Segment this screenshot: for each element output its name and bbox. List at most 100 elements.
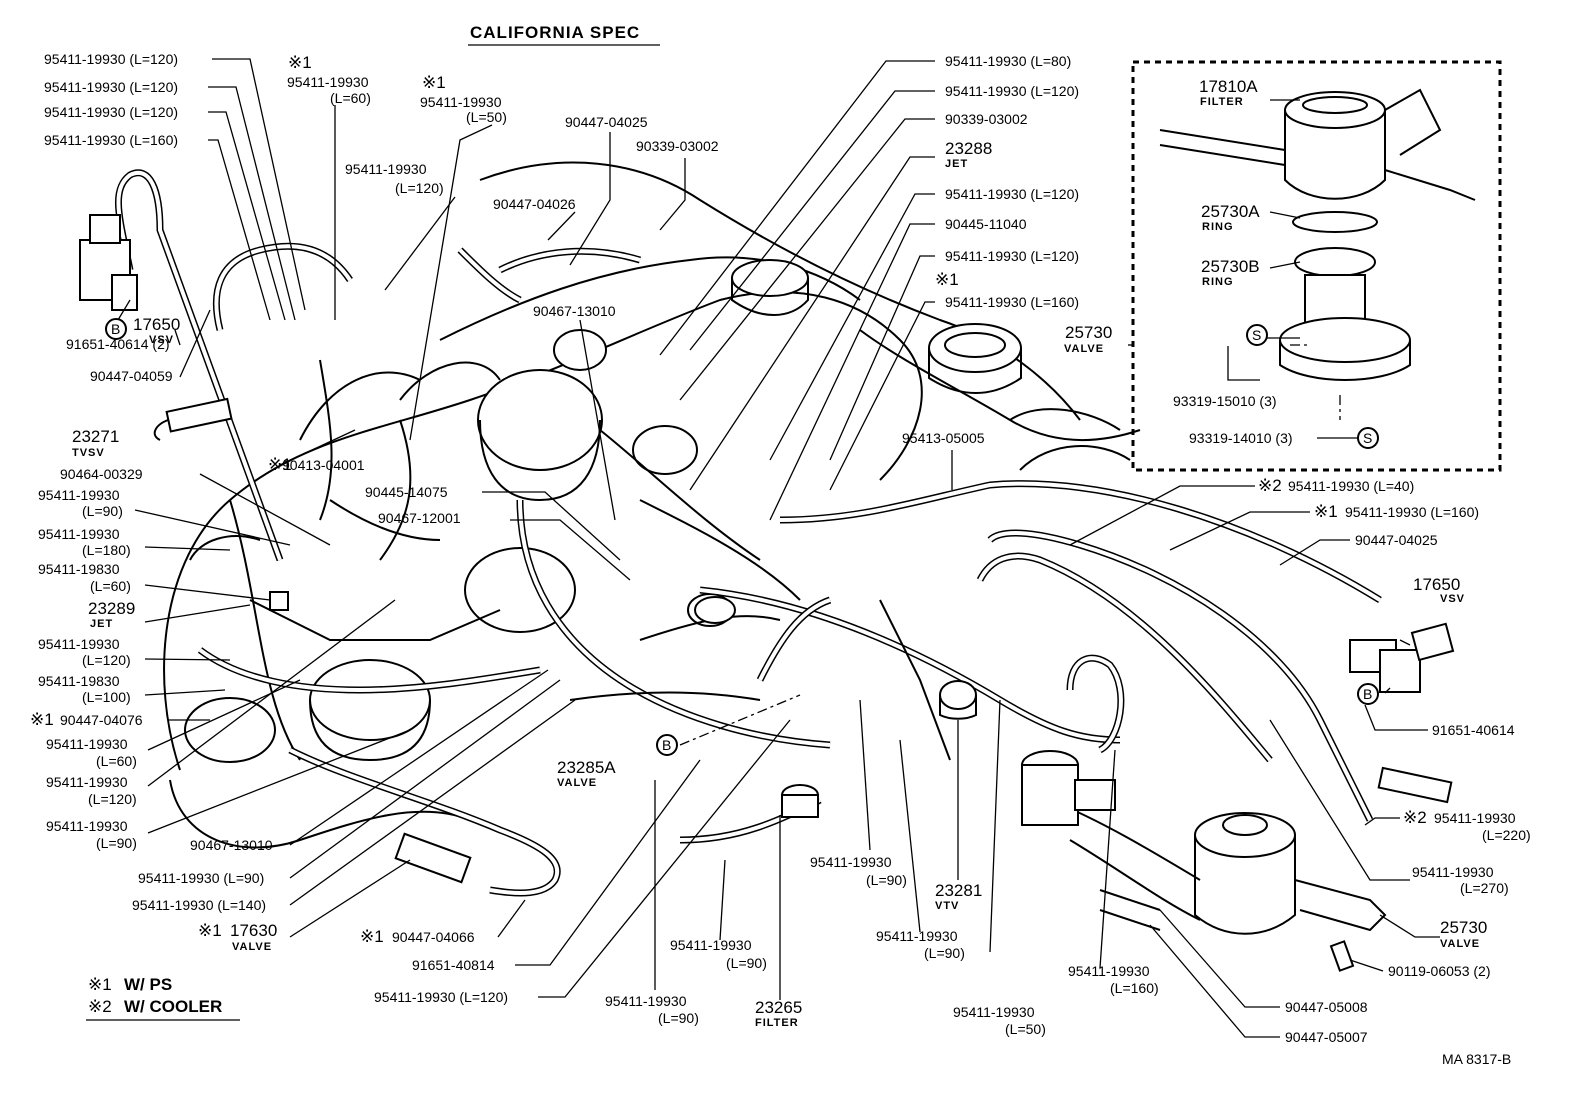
- label-right-6: 95411-19930 (L=120): [945, 248, 1079, 264]
- label-bottom-11: 95411-19930: [1068, 963, 1150, 979]
- label-center-6: (L=120): [395, 180, 444, 196]
- label-left-25: (L=90): [96, 835, 137, 851]
- mark-2-b: ※2: [1403, 808, 1427, 827]
- label-right-10: 90447-04025: [1355, 532, 1438, 548]
- inset-valve-exploded: [1131, 60, 1502, 472]
- component-name-vtv: VTV: [935, 900, 959, 912]
- label-left-7: 90413-04001: [282, 457, 365, 473]
- diagram-title: CALIFORNIA SPEC: [470, 23, 640, 42]
- mark-1-e: ※1: [30, 710, 54, 729]
- label-right-11: 91651-40614: [1432, 722, 1515, 738]
- component-number-filter-bottom: 23265: [755, 998, 802, 1017]
- component-number-vsv-left: 17650: [133, 315, 180, 334]
- label-center-4: (L=50): [466, 109, 507, 125]
- label-right-8: 95411-19930 (L=40): [1288, 478, 1414, 494]
- label-center-12: 90467-12001: [378, 510, 461, 526]
- component-number-vsv-right: 17650: [1413, 575, 1460, 594]
- label-center-11: 90445-14075: [365, 484, 448, 500]
- label-left-14: (L=60): [90, 578, 131, 594]
- label-right-9: 95411-19930 (L=160): [1345, 504, 1479, 520]
- label-bottom-12: (L=160): [1110, 980, 1159, 996]
- label-left-8: 90464-00329: [60, 466, 143, 482]
- label-inset-1: 93319-15010 (3): [1173, 393, 1277, 409]
- mark-2-a: ※2: [1258, 476, 1282, 495]
- component-name-vsv-left: VSV: [149, 334, 174, 346]
- label-left-27: 95411-19930 (L=90): [138, 870, 264, 886]
- component-number-valve-23285a: 23285A: [557, 758, 616, 777]
- legend: ※1 W/ PS ※2 W/ COOLER: [86, 975, 240, 1021]
- label-right-3: 90339-03002: [945, 111, 1028, 127]
- label-left-3: 95411-19930 (L=120): [44, 104, 178, 120]
- component-name-ring-b: RING: [1202, 276, 1234, 288]
- label-left-29: 90447-04066: [392, 929, 475, 945]
- label-right-15: (L=270): [1460, 880, 1509, 896]
- mark-1-f: ※1: [198, 921, 222, 940]
- label-center-8: 90339-03002: [636, 138, 719, 154]
- component-name-valve-17630: VALVE: [232, 941, 272, 953]
- component-name-valve-inset: VALVE: [1064, 343, 1104, 355]
- label-inset-2: 93319-14010 (3): [1189, 430, 1293, 446]
- component-name-ring-a: RING: [1202, 221, 1234, 233]
- component-number-valve-right: 25730: [1440, 918, 1487, 937]
- mark-b-right: B: [1363, 686, 1372, 702]
- left-label-column: 95411-19930 (L=120) 95411-19930 (L=120) …: [38, 51, 508, 1005]
- component-shapes: [79, 214, 1455, 972]
- mark-s-2: S: [1363, 430, 1372, 446]
- label-left-23: (L=120): [88, 791, 137, 807]
- label-left-19: 90447-04076: [60, 712, 143, 728]
- drawing-code: MA 8317-B: [1442, 1051, 1511, 1067]
- label-right-16: 90119-06053 (2): [1388, 963, 1490, 979]
- label-center-1: 95411-19930: [287, 74, 369, 90]
- label-right-2: 95411-19930 (L=120): [945, 83, 1079, 99]
- mark-b-center: B: [662, 737, 671, 753]
- component-number-valve-17630: 17630: [230, 921, 277, 940]
- mark-1-b: ※1: [422, 73, 446, 92]
- component-name-vsv-right: VSV: [1440, 593, 1465, 605]
- bottom-label-group: 95411-19930 (L=90) 95411-19930 (L=90) 95…: [605, 854, 1159, 1037]
- inset-label-group: 93319-15010 (3) 93319-14010 (3): [1173, 393, 1293, 446]
- label-bottom-5: 95411-19930: [876, 928, 958, 944]
- label-left-15: 95411-19930: [38, 636, 120, 652]
- mark-b-left: B: [111, 321, 120, 337]
- label-left-16: (L=120): [82, 652, 131, 668]
- label-left-1: 95411-19930 (L=120): [44, 51, 178, 67]
- leader-lines: [117, 58, 1440, 1038]
- label-bottom-4: (L=90): [726, 955, 767, 971]
- component-name-valve-23285a: VALVE: [557, 777, 597, 789]
- component-number-jet-right: 23288: [945, 139, 992, 158]
- label-bottom-10: (L=50): [1005, 1021, 1046, 1037]
- label-left-5: 91651-40614 (2): [66, 336, 170, 352]
- label-left-22: 95411-19930: [46, 774, 128, 790]
- component-number-tvsv: 23271: [72, 427, 119, 446]
- mark-1-h: ※1: [1314, 502, 1338, 521]
- label-left-11: 95411-19930: [38, 526, 120, 542]
- label-right-7: 95411-19930 (L=160): [945, 294, 1079, 310]
- label-left-17: 95411-19830: [38, 673, 120, 689]
- label-left-26: 90467-13010: [190, 837, 273, 853]
- legend-mark-1: ※1: [88, 975, 112, 994]
- label-bottom-7: 95411-19930: [605, 993, 687, 1009]
- component-labels: 17650 VSV 23271 TVSV 23289 JET 23288 JET…: [72, 77, 1487, 1029]
- label-center-5: 95411-19930: [345, 161, 427, 177]
- mark-1-a: ※1: [288, 53, 312, 72]
- label-right-1: 95411-19930 (L=80): [945, 53, 1071, 69]
- label-bottom-3: 95411-19930: [670, 937, 752, 953]
- label-center-9: 90447-04026: [493, 196, 576, 212]
- label-left-21: (L=60): [96, 753, 137, 769]
- component-name-tvsv: TVSV: [72, 447, 105, 459]
- label-bottom-1: 95411-19930: [810, 854, 892, 870]
- mark-1-c: ※1: [935, 270, 959, 289]
- mark-1-d: ※1: [268, 455, 292, 474]
- label-center-13: 95413-05005: [902, 430, 985, 446]
- label-right-5: 90445-11040: [945, 216, 1027, 232]
- component-number-jet-left: 23289: [88, 599, 135, 618]
- component-name-filter-bottom: FILTER: [755, 1017, 799, 1029]
- label-bottom-2: (L=90): [866, 872, 907, 888]
- label-right-17: 90447-05008: [1285, 999, 1368, 1015]
- label-bottom-9: 95411-19930: [953, 1004, 1035, 1020]
- right-label-column: 95411-19930 (L=80) 95411-19930 (L=120) 9…: [945, 53, 1531, 1045]
- component-number-ring-a: 25730A: [1201, 202, 1260, 221]
- component-number-ring-b: 25730B: [1201, 257, 1260, 276]
- label-bottom-8: (L=90): [658, 1010, 699, 1026]
